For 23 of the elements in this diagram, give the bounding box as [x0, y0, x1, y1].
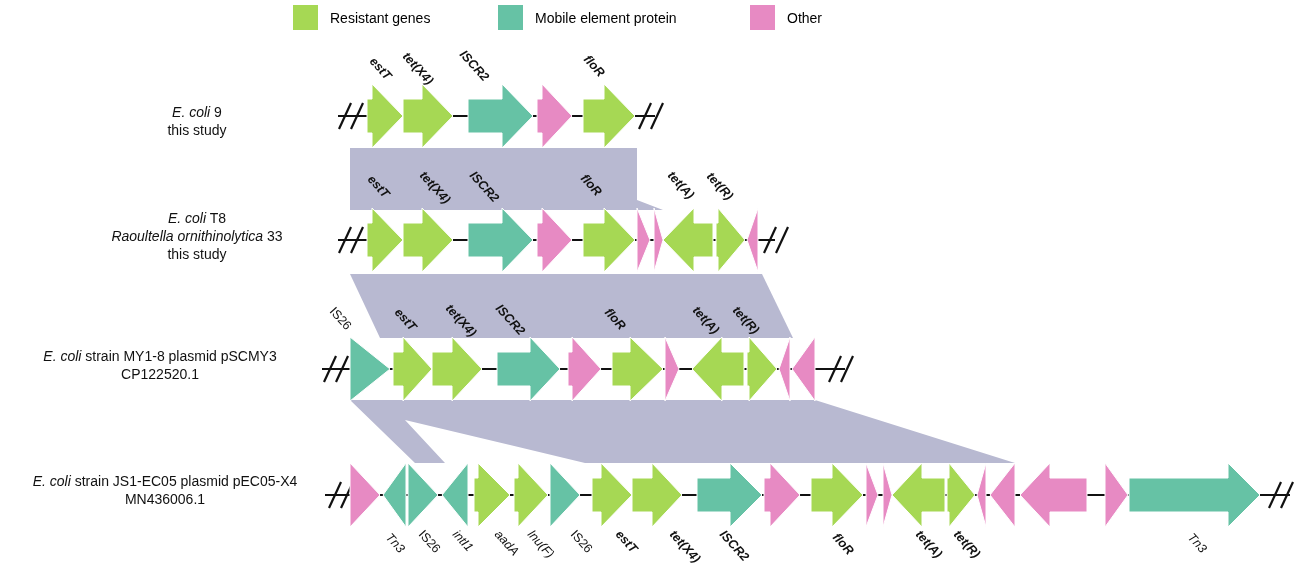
track-label: this study [167, 122, 227, 138]
gene-label: estT [612, 527, 641, 556]
legend-label: Other [787, 9, 822, 26]
gene-label: floR [580, 52, 608, 80]
track-label: E. coli strain JS1-EC05 plasmid pEC05-X4 [32, 473, 298, 489]
track-label: this study [167, 246, 227, 262]
gene-label: estT [364, 172, 393, 201]
track-label: MN436006.1 [124, 491, 206, 507]
gene-label: floR [601, 305, 629, 333]
gene-label: estT [366, 54, 395, 83]
gene-label: Tn3 [1184, 530, 1210, 556]
gene-label: intI1 [449, 527, 476, 555]
legend-label: Mobile element protein [535, 9, 677, 26]
track-label: E. coli T8 [167, 210, 227, 226]
track-label: E. coli 9 [172, 104, 222, 120]
gene-label: floR [577, 171, 605, 199]
gene-label: floR [829, 530, 857, 558]
gene-label: Tn3 [382, 530, 408, 556]
track-label: CP122520.1 [121, 366, 199, 382]
track-label: Raoultella ornithinolytica 33 [111, 228, 283, 244]
track-label: E. coli strain MY1-8 plasmid pSCMY3 [43, 348, 277, 364]
gene-label: estT [391, 305, 420, 334]
legend-label: Resistant genes [330, 9, 431, 26]
